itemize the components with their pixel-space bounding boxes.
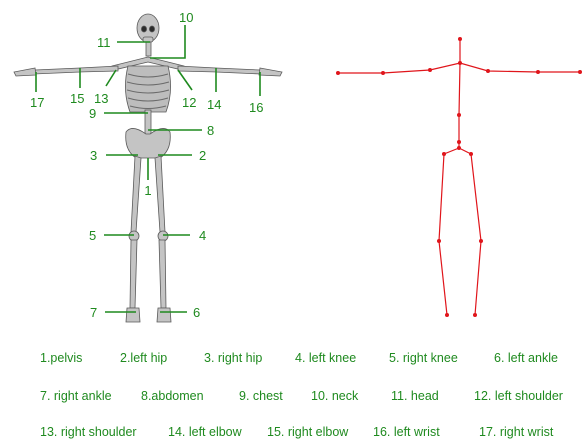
eye-socket-shape <box>149 26 154 32</box>
joint-right-shoulder <box>428 68 432 72</box>
left-tibia-shape <box>159 240 166 308</box>
eye-socket-shape <box>141 26 146 32</box>
callout-3: 3 <box>90 148 97 163</box>
right-foot-shape <box>126 308 140 322</box>
callout-line-12 <box>178 70 192 90</box>
joint-right-ankle <box>445 313 449 317</box>
joint-pelvis <box>457 146 461 150</box>
joint-head <box>458 37 462 41</box>
callout-4: 4 <box>199 228 206 243</box>
stick-right-leg-line <box>439 148 459 315</box>
callout-13: 13 <box>94 91 108 106</box>
joint-left-elbow <box>536 70 540 74</box>
right-hand-shape <box>14 68 36 76</box>
callout-15: 15 <box>70 91 84 106</box>
joint-neck <box>458 61 462 65</box>
callout-1: 1 <box>144 183 151 198</box>
left-kneecap-shape <box>158 231 168 241</box>
callout-8: 8 <box>207 123 214 138</box>
callout-10: 10 <box>179 10 193 25</box>
stick-spine-line <box>459 63 460 148</box>
left-femur-shape <box>155 156 165 232</box>
right-tibia-shape <box>130 240 137 308</box>
stick-figure <box>338 39 580 315</box>
left-foot-shape <box>157 308 171 322</box>
left-upper-arm-shape <box>178 66 217 72</box>
rib-cage-shape <box>125 66 170 112</box>
right-kneecap-shape <box>129 231 139 241</box>
callout-14: 14 <box>207 97 221 112</box>
joint-right-elbow <box>381 71 385 75</box>
joint-right-wrist <box>336 71 340 75</box>
left-hand-shape <box>259 68 282 76</box>
callout-line-13 <box>106 70 116 86</box>
stick-left-leg-line <box>459 148 481 315</box>
joint-right-knee <box>437 239 441 243</box>
callout-16: 16 <box>249 100 263 115</box>
callout-12: 12 <box>182 95 196 110</box>
joint-left-wrist <box>578 70 582 74</box>
lumbar-spine-shape <box>145 110 151 136</box>
right-forearm-shape <box>34 68 80 74</box>
callout-2: 2 <box>199 148 206 163</box>
callout-9: 9 <box>89 106 96 121</box>
cervical-spine-shape <box>146 42 151 56</box>
joint-chest <box>457 113 461 117</box>
callout-11: 11 <box>97 35 111 50</box>
joint-left-shoulder <box>486 69 490 73</box>
callout-17: 17 <box>30 95 44 110</box>
joint-left-ankle <box>473 313 477 317</box>
right-femur-shape <box>131 156 141 232</box>
callout-6: 6 <box>193 305 200 320</box>
right-upper-arm-shape <box>79 66 118 72</box>
joint-left-knee <box>479 239 483 243</box>
callout-5: 5 <box>89 228 96 243</box>
left-forearm-shape <box>216 68 261 74</box>
joint-abdomen <box>457 140 461 144</box>
joint-left-hip <box>469 152 473 156</box>
callout-7: 7 <box>90 305 97 320</box>
stick-joints <box>336 37 582 317</box>
joint-right-hip <box>442 152 446 156</box>
